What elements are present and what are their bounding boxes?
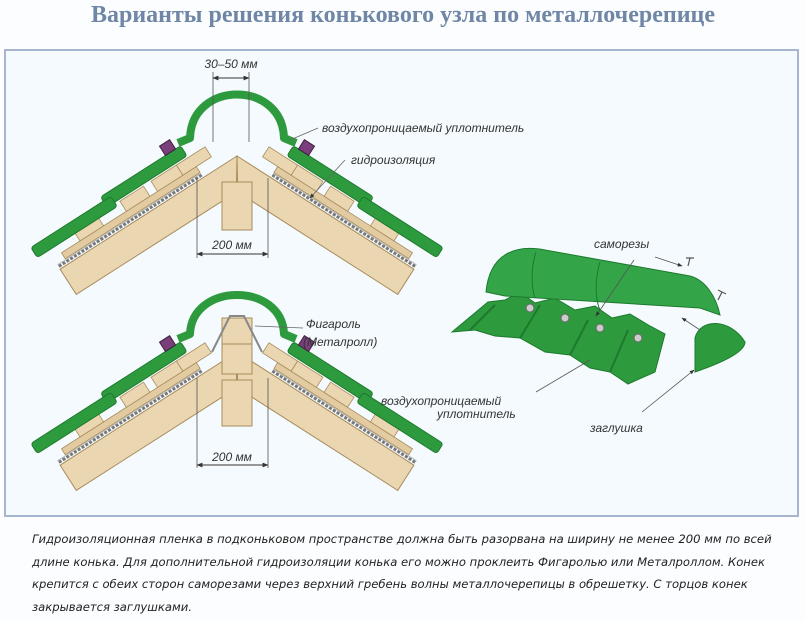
end-cap-label: заглушка: [589, 421, 643, 435]
screw-icon: [633, 333, 643, 343]
description-text: Гидроизоляционная пленка в подконьковом …: [32, 532, 772, 614]
membrane-label: гидроизоляция: [351, 153, 436, 167]
ridge-cap: [176, 291, 298, 343]
ridge-iso-view: саморезы воздухопроницаемый уплотнитель …: [381, 237, 746, 435]
metal-tile-sheet: [450, 291, 666, 385]
ridge-beam: [221, 181, 253, 231]
ridge-section-top: 30–50 мм 200 мм воздухопроницаемый уплот…: [20, 57, 524, 303]
page-title: Варианты решения конькового узла по мета…: [91, 2, 715, 28]
screw-icon: [525, 303, 535, 313]
end-cap: [694, 323, 746, 373]
screw-icon: [595, 323, 605, 333]
screws-label: саморезы: [594, 237, 649, 251]
seal-label: воздухопроницаемый уплотнитель: [322, 121, 524, 135]
metalroll-label: (Металролл): [303, 335, 377, 349]
ridge-cap: [176, 90, 298, 147]
iso-ridge-cap: [485, 247, 721, 316]
iso-seal-label-line1: воздухопроницаемый: [381, 394, 502, 408]
screw-icon: [560, 313, 570, 323]
figarol-label: Фигароль: [306, 317, 361, 331]
cut-dimension-label: 200 мм: [211, 450, 252, 464]
iso-seal-label-line2: уплотнитель: [436, 407, 516, 421]
cut-dimension-label: 200 мм: [211, 238, 252, 252]
ridge-section-bottom: 200 мм Фигароль (Металролл): [20, 291, 454, 499]
figarol-strip: [211, 315, 263, 427]
gap-dimension-label: 30–50 мм: [204, 57, 257, 71]
